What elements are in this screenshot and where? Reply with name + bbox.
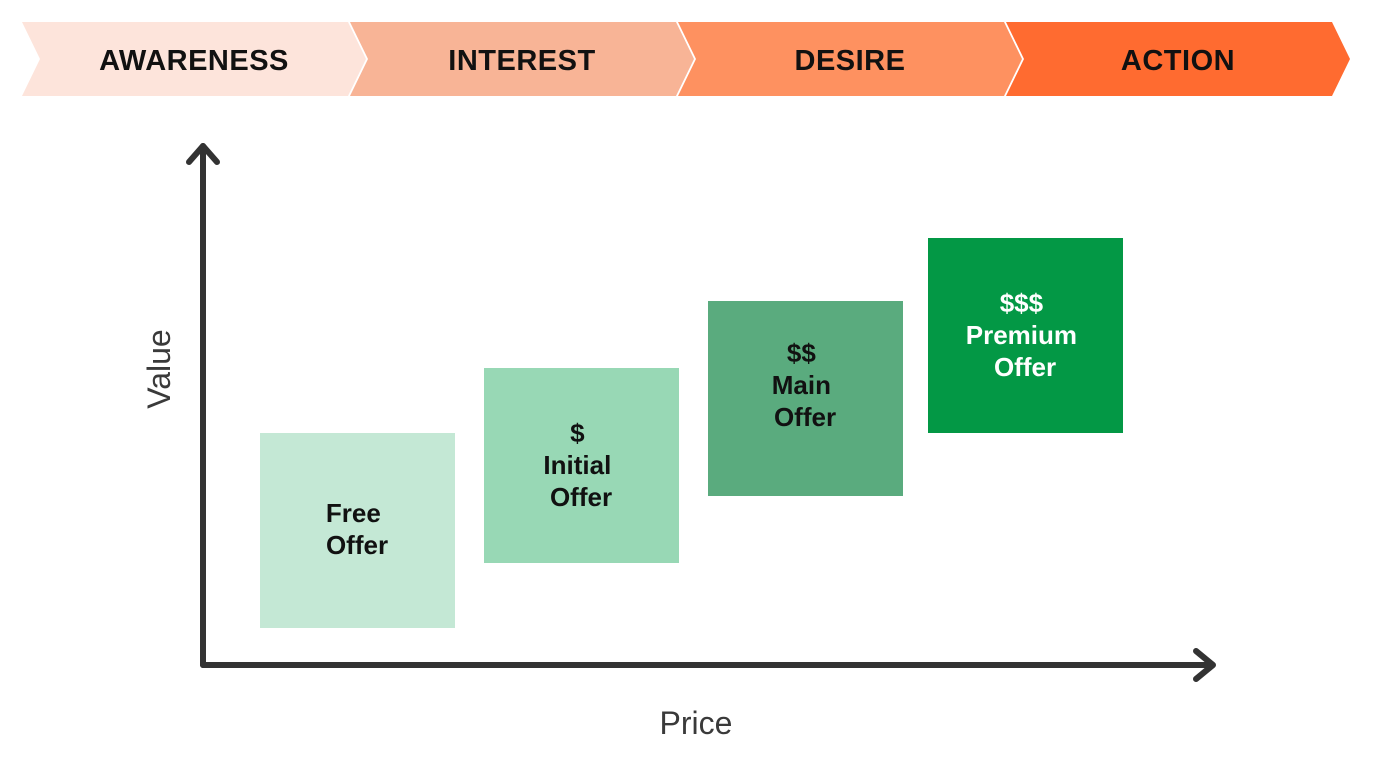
stage-desire-chevron: [678, 22, 1022, 96]
offer-ladder: Free Offer $ Initial Offer $$ Main Offer…: [260, 238, 1123, 628]
offer-free: Free Offer: [260, 433, 455, 628]
offer-initial-label: $ Initial Offer: [543, 418, 618, 512]
y-axis-arrowhead: [186, 143, 220, 165]
stage-desire: DESIRE: [678, 22, 1022, 96]
offer-premium-line-2: Premium: [966, 320, 1077, 350]
stage-desire-label: DESIRE: [795, 45, 906, 77]
offer-main-box: [708, 301, 903, 496]
offer-premium-label: $$$ Premium Offer: [966, 288, 1085, 382]
offer-premium-box: [928, 238, 1123, 433]
offer-main-line-1: $$: [787, 338, 816, 368]
offer-main-line-3: Offer: [774, 402, 836, 432]
offer-free-line-2: Offer: [326, 530, 388, 560]
offer-initial-line-1: $: [570, 418, 585, 448]
offer-main-line-2: Main: [772, 370, 831, 400]
offer-main: $$ Main Offer: [708, 301, 903, 496]
offer-free-line-1: Free: [326, 498, 381, 528]
offer-premium: $$$ Premium Offer: [928, 238, 1123, 433]
offer-initial-line-3: Offer: [550, 482, 612, 512]
x-axis-arrowhead: [1193, 648, 1216, 682]
axes: Value Price: [141, 143, 1216, 741]
stage-interest-chevron: [350, 22, 694, 96]
offer-premium-line-1: $$$: [1000, 288, 1044, 318]
stage-interest-label: INTEREST: [448, 45, 595, 77]
offer-free-box: [260, 433, 455, 628]
x-axis-label: Price: [660, 705, 733, 741]
offer-initial-line-2: Initial: [543, 450, 611, 480]
offer-free-label: Free Offer: [326, 498, 388, 560]
offer-initial: $ Initial Offer: [484, 368, 679, 563]
stage-awareness-chevron: [22, 22, 366, 96]
offer-main-label: $$ Main Offer: [772, 338, 838, 432]
funnel-stages: AWARENESS INTEREST DESIRE ACTION: [22, 22, 1350, 96]
stage-awareness-label: AWARENESS: [99, 45, 289, 77]
stage-interest: INTEREST: [350, 22, 694, 96]
offer-initial-box: [484, 368, 679, 563]
offer-premium-line-3: Offer: [994, 352, 1056, 382]
y-axis-label: Value: [141, 329, 177, 408]
stage-awareness: AWARENESS: [22, 22, 366, 96]
stage-action-chevron: [1006, 22, 1350, 96]
stage-action: ACTION: [1006, 22, 1350, 96]
stage-action-label: ACTION: [1121, 45, 1235, 77]
